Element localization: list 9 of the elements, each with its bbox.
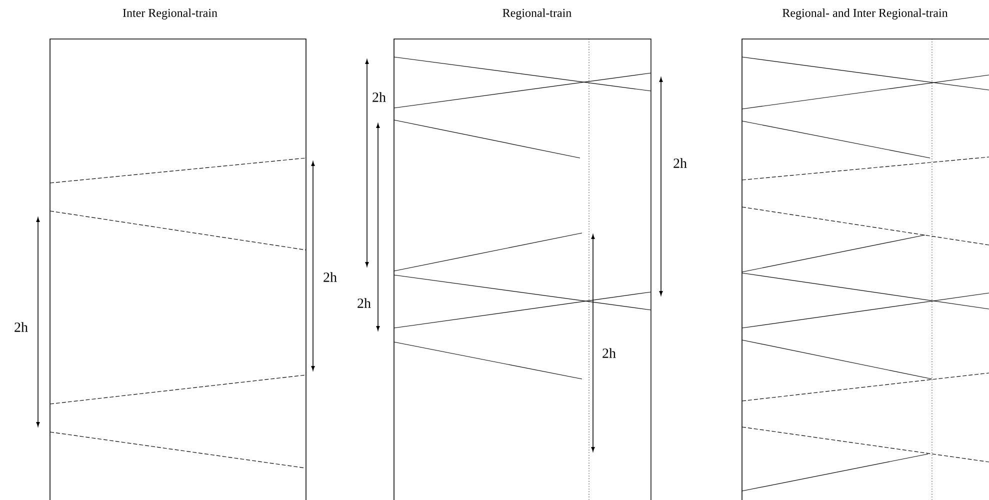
- dimension-label: 2h: [322, 271, 338, 283]
- dimension-label: 2h: [13, 321, 29, 333]
- dimension-label: 2h: [672, 157, 688, 169]
- panel-title: Regional- and Inter Regional-train: [782, 8, 948, 20]
- panel-title: Inter Regional-train: [122, 8, 218, 20]
- panel-title: Regional-train: [502, 8, 572, 20]
- dimension-label: 2h: [371, 91, 387, 103]
- dimension-label: 2h: [601, 347, 617, 359]
- dimension-label: 2h: [356, 297, 372, 309]
